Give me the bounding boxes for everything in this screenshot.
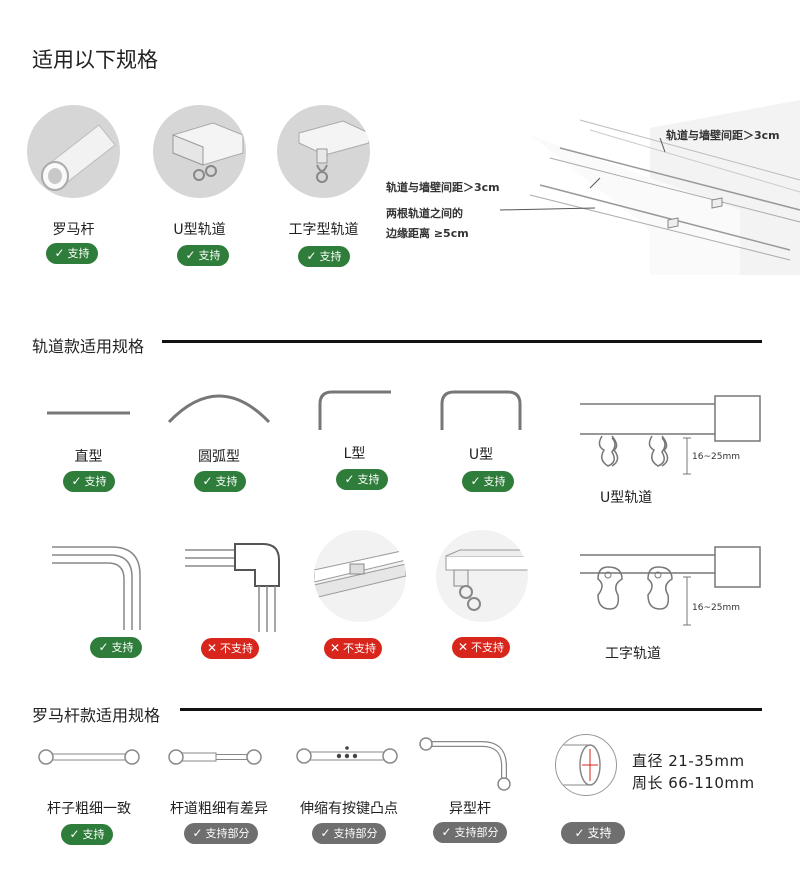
label-arc: 圆弧型 bbox=[198, 449, 240, 465]
label-u-shape: U型 bbox=[468, 447, 494, 463]
roman-rod-icon bbox=[41, 124, 116, 191]
u-track-size: 16~25mm bbox=[692, 452, 740, 462]
installation-diagram bbox=[499, 100, 800, 275]
badge-u-shape: ✓支持 bbox=[462, 471, 514, 492]
i-track-icon bbox=[298, 120, 370, 183]
label-telescopic-rod: 伸缩有按键凸点 bbox=[300, 801, 398, 817]
label-roman-rod: 罗马杆 bbox=[52, 222, 95, 238]
joint-detail-image-1 bbox=[314, 530, 406, 622]
uniform-rod-icon bbox=[38, 749, 140, 765]
badge-straight: ✓支持 bbox=[63, 471, 115, 492]
check-icon: ✓ bbox=[202, 474, 213, 488]
joint-detail-image-2 bbox=[436, 530, 528, 622]
connector-icon bbox=[314, 549, 406, 599]
u-shape-icon bbox=[440, 390, 522, 430]
label-uniform-rod: 杆子粗细一致 bbox=[47, 801, 131, 817]
check-icon: ✓ bbox=[574, 826, 585, 840]
rod-perimeter-spec: 周长 66-110mm bbox=[632, 774, 755, 792]
badge-arc: ✓支持 bbox=[194, 471, 246, 492]
u-track-image bbox=[153, 105, 246, 198]
badge-u-track: ✓支持 bbox=[177, 245, 229, 266]
label-i-track: 工字型轨道 bbox=[288, 222, 359, 238]
curved-rod-icon bbox=[419, 737, 511, 791]
check-icon: ✓ bbox=[69, 827, 80, 841]
check-icon: ✓ bbox=[185, 248, 196, 262]
bent-track-corner-icon bbox=[52, 546, 141, 630]
check-icon: ✓ bbox=[54, 246, 65, 260]
badge-roman-rod: ✓支持 bbox=[46, 243, 98, 264]
u-track-cross-section bbox=[580, 395, 761, 475]
badge-uniform-rod: ✓支持 bbox=[61, 824, 113, 845]
check-icon: ✓ bbox=[344, 472, 355, 486]
i-track-cross-section bbox=[580, 546, 761, 626]
label-varied-rod: 杆道粗细有差异 bbox=[170, 801, 268, 817]
check-icon: ✓ bbox=[320, 826, 331, 840]
label-u-track: U型轨道 bbox=[173, 222, 226, 238]
rod-diameter-spec: 直径 21-35mm bbox=[632, 752, 745, 770]
badge-varied-rod: ✓支持部分 bbox=[184, 823, 258, 844]
page-title: 适用以下规格 bbox=[32, 48, 158, 72]
check-icon: ✓ bbox=[71, 474, 82, 488]
rod-end-icon bbox=[556, 744, 601, 786]
label-u-track-section: U型轨道 bbox=[600, 490, 653, 506]
check-icon: ✓ bbox=[192, 826, 203, 840]
note-wall-distance-near: 轨道与墙壁间距＞3cm bbox=[386, 181, 500, 194]
label-straight: 直型 bbox=[74, 449, 103, 465]
hanger-joint-icon bbox=[445, 549, 528, 611]
rod-section-title: 罗马杆款适用规格 bbox=[32, 706, 161, 725]
check-icon: ✓ bbox=[470, 474, 481, 488]
badge-rod-spec: ✓支持 bbox=[561, 822, 625, 844]
rod-section-image bbox=[555, 734, 617, 796]
i-track-size: 16~25mm bbox=[692, 603, 740, 613]
badge-connector: ✕不支持 bbox=[324, 638, 382, 659]
note-gap-line1: 两根轨道之间的 bbox=[386, 207, 463, 220]
badge-i-track: ✓支持 bbox=[298, 246, 350, 267]
rod-section-divider bbox=[180, 708, 762, 711]
telescopic-rod-icon bbox=[296, 746, 398, 764]
badge-elbow-joint: ✕不支持 bbox=[201, 638, 259, 659]
l-shape-icon bbox=[318, 390, 391, 430]
note-gap-line2: 边缘距离 ≥5cm bbox=[386, 227, 469, 240]
check-icon: ✓ bbox=[98, 640, 109, 654]
badge-curved-rod: ✓支持部分 bbox=[433, 822, 507, 843]
badge-bent-track: ✓支持 bbox=[90, 637, 142, 658]
cross-icon: ✕ bbox=[457, 640, 469, 654]
track-section-title: 轨道款适用规格 bbox=[32, 337, 145, 356]
arc-shape-icon bbox=[167, 394, 271, 424]
badge-hanger-joint: ✕不支持 bbox=[452, 637, 510, 658]
badge-telescopic-rod: ✓支持部分 bbox=[312, 823, 386, 844]
label-curved-rod: 异型杆 bbox=[449, 801, 491, 817]
straight-shape-icon bbox=[47, 411, 130, 415]
cross-icon: ✕ bbox=[206, 641, 218, 655]
check-icon: ✓ bbox=[441, 825, 452, 839]
u-track-icon bbox=[172, 122, 244, 181]
note-wall-distance-far: 轨道与墙壁间距＞3cm bbox=[666, 129, 780, 142]
label-i-track-section: 工字轨道 bbox=[605, 646, 661, 662]
check-icon: ✓ bbox=[306, 249, 317, 263]
track-section-divider bbox=[162, 340, 762, 343]
elbow-joint-icon bbox=[185, 543, 280, 632]
varied-rod-icon bbox=[168, 749, 262, 765]
i-track-image bbox=[277, 105, 370, 198]
badge-l-shape: ✓支持 bbox=[336, 469, 388, 490]
roman-rod-image bbox=[27, 105, 120, 198]
label-l-shape: L型 bbox=[343, 446, 366, 462]
cross-icon: ✕ bbox=[329, 641, 341, 655]
